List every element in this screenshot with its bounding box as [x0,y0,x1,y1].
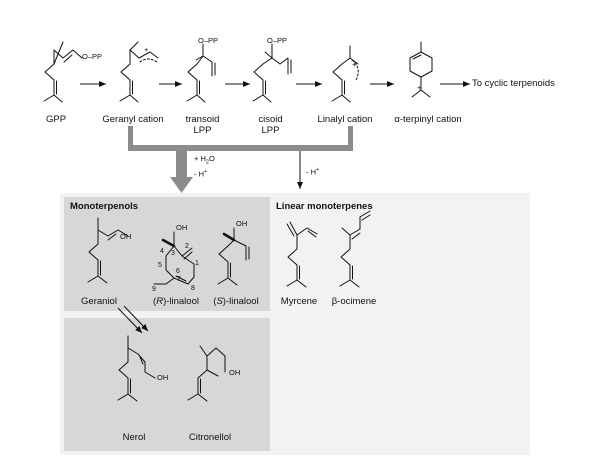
s-linalool-label: (S)-linalool [213,296,259,307]
linalyl-cation-structure [331,45,359,103]
carbon-number-7: 7 [177,276,181,283]
carbon-number-5: 5 [158,262,162,269]
geraniol-structure [87,217,129,284]
transoid-lpp-structure [186,43,216,103]
r-linalool-structure [153,231,195,285]
carbon-number-9: 9 [152,286,156,293]
gpp-opp-label: O–PP [82,52,103,61]
myrcene-structure [286,221,318,288]
carbon-number-4: 4 [160,248,164,255]
s-linalool-structure [217,227,250,286]
linalyl-cation-label: Linalyl cation [317,114,373,125]
linear-monoterpenes-title: Linear monoterpenes [276,201,373,212]
carbon-number-1: 1 [195,260,199,267]
citronellol-structure [187,345,226,402]
arrow-geraniol-nerol-2 [123,305,149,332]
linalyl-plus: + [352,60,357,69]
citronellol-label: Citronellol [188,432,232,443]
ocimene-label: β-ocimene [331,296,377,307]
gpp-structure [43,41,83,103]
cisoid-lpp-structure [252,43,292,103]
terpinyl-cation-label: α-terpinyl cation [394,114,462,125]
carbon-number-3: 3 [171,250,175,257]
carbon-number-8: 8 [191,285,195,292]
citronellol-oh: OH [229,368,241,377]
carbon-number-2: 2 [185,243,189,250]
gpp-label: GPP [45,114,67,125]
ocimene-structure [339,210,371,288]
geraniol-oh: OH [120,232,132,241]
nerol-structure [117,335,156,402]
terpinyl-plus: + [417,83,422,92]
terpinyl-cation-structure [409,41,433,98]
nerol-label: Nerol [122,432,146,443]
to-cyclic-label: To cyclic terpenoids [472,78,555,89]
geraniol-label: Geraniol [81,296,117,307]
hydration-conditions: + H2O - H+ [194,154,215,178]
deprotonation-conditions: - H+ [306,167,320,177]
r-linalool-oh: OH [176,223,188,232]
geranyl-cation-label: Geranyl cation [102,114,164,125]
myrcene-label: Myrcene [280,296,318,307]
r-linalool-label: (R)-linalool [153,296,199,307]
transoid-opp-label: O–PP [198,36,219,45]
geranyl-cation-structure [119,41,159,103]
s-linalool-oh: OH [236,219,248,228]
carbon-number-6: 6 [176,268,180,275]
cisoid-opp-label: O–PP [267,36,288,45]
nerol-oh: OH [157,373,169,382]
grey-bracket [128,126,353,193]
monoterpenols-title: Monoterpenols [70,201,139,212]
arrow-geraniol-nerol-1 [117,307,143,334]
nerol-citronellol-box [64,318,270,451]
geranyl-plus: + [144,45,149,54]
